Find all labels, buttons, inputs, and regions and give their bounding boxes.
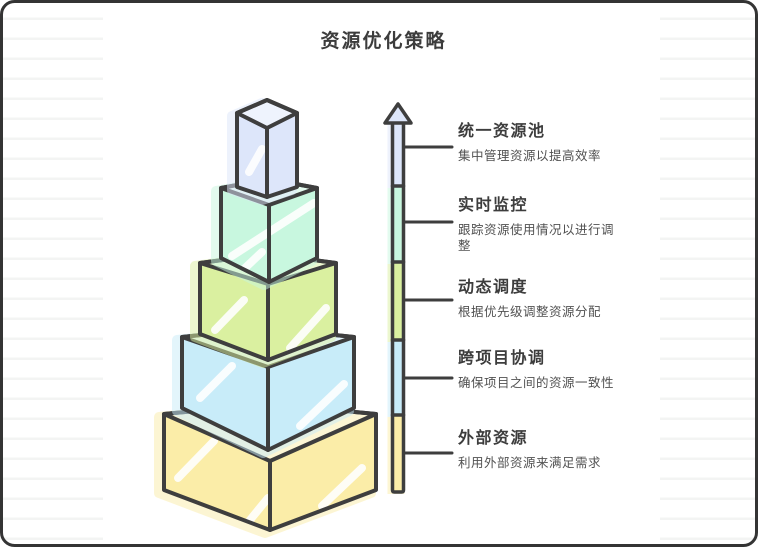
legend-item-unified-pool: 统一资源池 集中管理资源以提高效率	[458, 122, 620, 164]
page-title: 资源优化策略	[320, 30, 447, 52]
legend-item-desc: 确保项目之间的资源一致性	[458, 375, 615, 390]
legend-item-heading: 跨项目协调	[458, 348, 546, 367]
highlight-streak	[211, 296, 248, 334]
highlight-streak	[196, 362, 236, 402]
arrow-segment	[392, 262, 404, 340]
highlight-streak	[245, 145, 266, 176]
pyramid-level-1	[227, 98, 299, 205]
highlight-streak	[241, 248, 266, 272]
legend-item-desc: 利用外部资源来满足需求	[458, 455, 602, 470]
legend-item-heading: 统一资源池	[458, 121, 546, 140]
legend-item-external-resources: 外部资源 利用外部资源来满足需求	[458, 429, 620, 471]
highlight-streak	[318, 464, 366, 510]
highlight-streak	[246, 494, 272, 524]
legend-item-cross-project: 跨项目协调 确保项目之间的资源一致性	[458, 349, 620, 391]
legend-item-heading: 动态调度	[458, 277, 529, 296]
growth-arrow	[383, 102, 454, 494]
highlight-streak	[296, 380, 348, 430]
arrow-segment	[392, 340, 404, 415]
legend-item-realtime-monitoring: 实时监控 跟踪资源使用情况以进行调整	[458, 196, 620, 254]
highlight-streak	[228, 199, 318, 260]
highlight-streak	[286, 304, 330, 352]
highlight-streak	[174, 437, 218, 482]
legend-item-heading: 实时监控	[458, 195, 529, 214]
arrow-head	[383, 102, 413, 125]
legend-item-desc: 集中管理资源以提高效率	[458, 148, 602, 163]
legend-item-desc: 根据优先级调整资源分配	[458, 304, 602, 319]
legend-item-dynamic-scheduling: 动态调度 根据优先级调整资源分配	[458, 278, 620, 320]
legend-item-heading: 外部资源	[458, 428, 529, 447]
arrow-segment	[392, 415, 404, 492]
arrow-segment	[392, 186, 404, 262]
arrow-segment	[392, 122, 404, 186]
legend-item-desc: 跟踪资源使用情况以进行调整	[458, 222, 615, 253]
